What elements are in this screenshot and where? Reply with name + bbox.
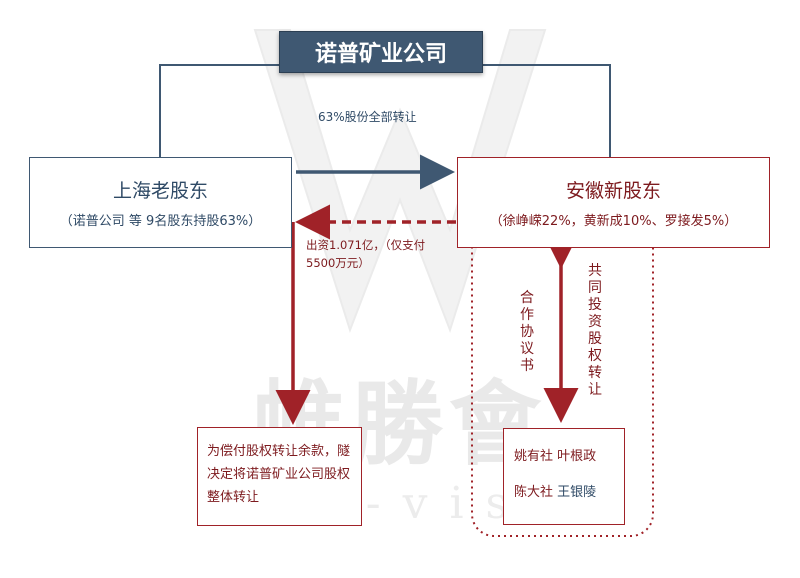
company-title: 诺普矿业公司 <box>279 31 483 73</box>
payment-text: 为偿付股权转让余款，隧决定将诺普矿业公司股权整体转让 <box>207 444 351 505</box>
investment-label: 出资1.071亿，（仅支付5500万元） <box>306 238 426 270</box>
new-shareholders-title: 安徽新股东 <box>565 180 661 202</box>
transfer-label: 63%股份全部转让 <box>318 110 417 124</box>
joint-investment-label: 共同投资股权转让 <box>588 263 602 398</box>
company-link-right <box>483 64 611 157</box>
cooperation-label: 合作协议书 <box>520 290 534 374</box>
company-link-left <box>159 64 279 157</box>
payment-box: 为偿付股权转让余款，隧决定将诺普矿业公司股权整体转让 <box>197 427 362 526</box>
old-shareholders-subtitle: （诺普公司 等 9名股东持股63%） <box>59 214 262 229</box>
new-shareholders-subtitle: （徐峥嵘22%，黄新成10%、罗接发5%） <box>489 214 738 229</box>
people-line-1: 姚有社 叶根政 <box>514 449 597 464</box>
old-shareholders-box: 上海老股东 （诺普公司 等 9名股东持股63%） <box>29 157 292 248</box>
old-shareholders-title: 上海老股东 <box>112 180 208 202</box>
people-name-chen: 陈大社 <box>514 485 558 500</box>
people-name-wang: 王银陵 <box>557 485 597 500</box>
people-box: 姚有社 叶根政 陈大社 王银陵 <box>503 428 625 525</box>
new-shareholders-box: 安徽新股东 （徐峥嵘22%，黄新成10%、罗接发5%） <box>457 157 770 248</box>
people-line-2: 陈大社 王银陵 <box>514 481 596 500</box>
